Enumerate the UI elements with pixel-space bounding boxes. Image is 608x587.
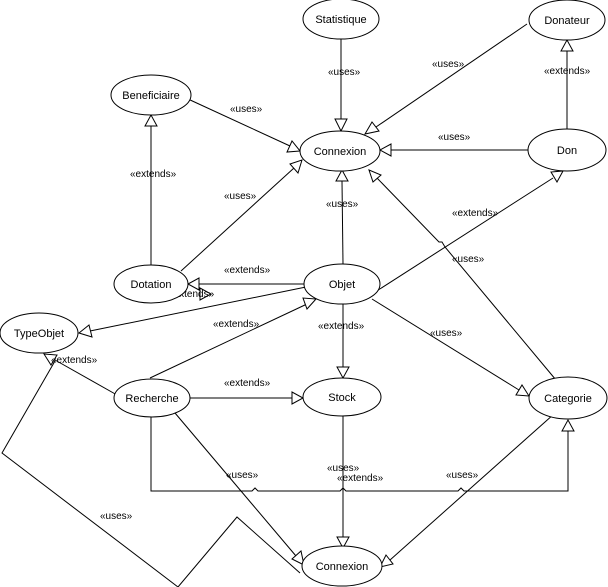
edge-categorie-connexion-bottom bbox=[379, 413, 555, 568]
node-statistique[interactable]: Statistique bbox=[302, 0, 380, 40]
node-typeobjet[interactable]: TypeObjet bbox=[0, 312, 79, 354]
label-stock-connexion: «uses» bbox=[327, 463, 360, 474]
label-beneficiaire-connexion: «uses» bbox=[230, 104, 263, 115]
node-categorie[interactable]: Categorie bbox=[528, 376, 608, 420]
edge-objet-dotation bbox=[186, 277, 305, 291]
label-objet-don: «extends» bbox=[452, 208, 499, 219]
label-recherche-typeobjet: «extends» bbox=[51, 355, 98, 366]
edge-statistique-connexion bbox=[334, 39, 348, 133]
label-objet-stock: «extends» bbox=[318, 321, 365, 332]
edge-don-connexion bbox=[378, 143, 528, 157]
label-statistique-connexion: «uses» bbox=[328, 67, 361, 78]
edge-donateur-connexion bbox=[363, 23, 528, 135]
node-dotation-label: Dotation bbox=[131, 279, 172, 291]
node-donateur[interactable]: Donateur bbox=[528, 0, 606, 41]
edge-categorie-connexion bbox=[368, 169, 557, 381]
node-typeobjet-label: TypeObjet bbox=[14, 328, 64, 340]
label-categorie-connexion-bottom: «uses» bbox=[446, 470, 479, 481]
node-connexion-bottom-label: Connexion bbox=[316, 561, 369, 573]
node-stock-label: Stock bbox=[328, 392, 356, 404]
edge-objet-categorie bbox=[371, 298, 530, 397]
edge-objet-dotation-b bbox=[199, 287, 213, 301]
label-donateur-connexion: «uses» bbox=[432, 59, 465, 70]
edge-objet-connexion bbox=[335, 168, 349, 265]
label-don-connexion: «uses» bbox=[438, 132, 471, 143]
node-recherche[interactable]: Recherche bbox=[113, 378, 191, 418]
label-stock-extends: «extends» bbox=[337, 473, 384, 484]
label-objet-connexion: «uses» bbox=[326, 199, 359, 210]
node-connexion-bottom[interactable]: Connexion bbox=[301, 545, 383, 587]
node-objet-label: Objet bbox=[329, 279, 355, 291]
edge-stock-connexion bbox=[336, 415, 350, 550]
node-recherche-label: Recherche bbox=[125, 393, 178, 405]
edge-dotation-beneficiaire bbox=[144, 113, 158, 265]
edge-objet-typeobjet bbox=[77, 286, 307, 338]
label-objet-categorie: «uses» bbox=[430, 328, 463, 339]
edge-recherche-stock bbox=[189, 391, 305, 405]
edge-recherche-objet bbox=[149, 297, 318, 379]
label-dotation-connexion: «uses» bbox=[224, 191, 257, 202]
edge-recherche-typeobjet bbox=[43, 353, 118, 396]
label-objet-dotation-a: «extends» bbox=[224, 265, 271, 276]
node-dotation[interactable]: Dotation bbox=[113, 264, 189, 304]
edge-recherche-categorie bbox=[150, 417, 575, 492]
label-don-donateur: «extends» bbox=[544, 66, 591, 77]
node-don[interactable]: Don bbox=[527, 128, 607, 172]
node-donateur-label: Donateur bbox=[544, 15, 590, 27]
edge-objet-don bbox=[371, 170, 564, 295]
label-categorie-connexion: «uses» bbox=[452, 254, 485, 265]
node-don-label: Don bbox=[557, 145, 577, 157]
edge-dotation-connexion bbox=[180, 159, 303, 272]
label-dotation-beneficiaire: «extends» bbox=[130, 169, 177, 180]
node-categorie-label: Categorie bbox=[544, 393, 592, 405]
label-recherche-stock: «extends» bbox=[224, 378, 271, 389]
label-typeobjet-connexion: «uses» bbox=[100, 511, 133, 522]
label-objet-dotation-b: «extends» bbox=[168, 289, 215, 300]
edge-beneficiaire-connexion bbox=[187, 98, 301, 153]
node-objet[interactable]: Objet bbox=[303, 263, 381, 305]
edge-typeobjet-connexion bbox=[1, 360, 301, 587]
edge-don-donateur bbox=[560, 38, 574, 129]
node-statistique-label: Statistique bbox=[315, 14, 366, 26]
edge-recherche-connexion bbox=[174, 412, 305, 566]
edge-objet-stock bbox=[336, 304, 350, 380]
label-recherche-objet: «extends» bbox=[213, 319, 260, 330]
node-beneficiaire[interactable]: Beneficiaire bbox=[110, 74, 192, 116]
node-stock[interactable]: Stock bbox=[302, 377, 382, 417]
label-recherche-connexion: «uses» bbox=[226, 470, 259, 481]
node-connexion-top[interactable]: Connexion bbox=[299, 130, 381, 172]
node-beneficiaire-label: Beneficiaire bbox=[122, 90, 179, 102]
node-connexion-top-label: Connexion bbox=[314, 146, 367, 158]
